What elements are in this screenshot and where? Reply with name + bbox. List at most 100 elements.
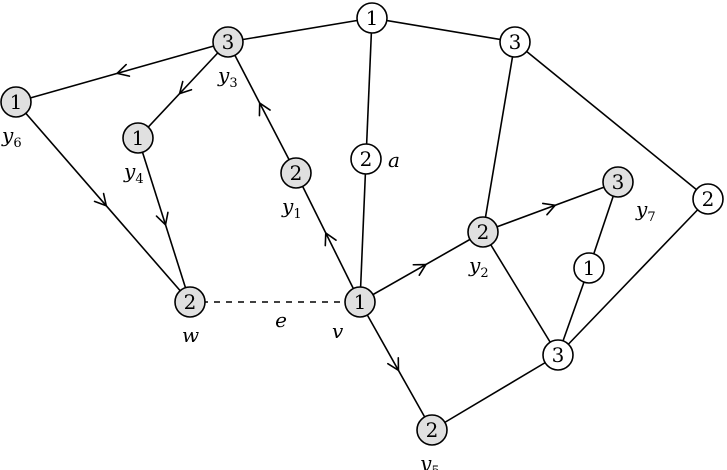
- node-label-subscript: 3: [229, 76, 237, 91]
- edge-v-y2: [359, 231, 484, 303]
- arrowhead-y4-w: [155, 211, 169, 226]
- edge-bot_3-y5: [431, 354, 559, 431]
- node-label-name: y: [419, 451, 432, 470]
- node-value: 3: [509, 30, 522, 54]
- node-value: 2: [290, 161, 303, 185]
- node-y4: 1: [122, 122, 154, 154]
- node-circle: [350, 143, 382, 175]
- node-label-a: a: [388, 148, 400, 172]
- node-circle: [212, 26, 244, 58]
- node-circle: [356, 2, 388, 34]
- node-value: 2: [184, 290, 197, 314]
- node-y1: 2: [280, 157, 312, 189]
- node-circle: [416, 414, 448, 446]
- arrowhead-y3-y6: [116, 63, 131, 77]
- node-label-y1: y1: [281, 194, 302, 222]
- node-right_2: 2: [692, 183, 724, 215]
- node-label-name: y: [1, 123, 14, 147]
- edge-y3-y6: [15, 41, 229, 103]
- node-mid_1: 1: [573, 252, 605, 284]
- edge-y2-y7: [482, 181, 619, 233]
- node-circle: [602, 166, 634, 198]
- node-label-y3: y3: [217, 63, 238, 91]
- node-value: 1: [366, 6, 379, 30]
- node-label-subscript: 7: [647, 210, 655, 225]
- node-circle: [174, 286, 206, 318]
- edge-v-y5: [359, 301, 433, 431]
- node-y3: 3: [212, 26, 244, 58]
- node-top_1: 1: [356, 2, 388, 34]
- edge-y3-top_1: [227, 17, 373, 43]
- edge-right_2-bot_3: [557, 198, 709, 356]
- labels-layer: ey3y6y4y1ay7y2wvy5: [1, 63, 656, 470]
- node-value: 3: [612, 170, 625, 194]
- arrowhead-v-y2: [412, 263, 427, 276]
- arrowhead-y6-w: [93, 192, 108, 207]
- node-label-w: w: [182, 323, 199, 347]
- edge-top_3-right_2: [514, 41, 709, 200]
- node-value: 1: [132, 126, 145, 150]
- node-value: 2: [477, 220, 490, 244]
- arrows-layer: [93, 63, 556, 372]
- edge-y2-bot_3: [482, 231, 559, 356]
- edge-y6-w: [15, 101, 191, 303]
- node-a: 2: [350, 143, 382, 175]
- node-label-y2: y2: [468, 253, 489, 281]
- edge-label-e: e: [275, 308, 287, 332]
- arrowhead-v-y1: [324, 232, 337, 247]
- edge-top_1-top_3: [371, 17, 516, 43]
- node-circle: [122, 122, 154, 154]
- node-label-y4: y4: [123, 159, 144, 187]
- node-value: 1: [354, 290, 367, 314]
- node-label-y7: y7: [635, 197, 656, 225]
- node-w: 2: [174, 286, 206, 318]
- node-value: 2: [360, 147, 373, 171]
- edge-y4-w: [137, 137, 191, 303]
- node-circle: [467, 216, 499, 248]
- edge-top_1-a: [365, 17, 373, 160]
- arrowhead-v-y5: [387, 357, 400, 372]
- node-label-name: y: [468, 253, 481, 277]
- node-label-subscript: 5: [431, 464, 439, 470]
- node-label-subscript: 6: [13, 136, 21, 151]
- node-value: 2: [426, 418, 439, 442]
- node-circle: [692, 183, 724, 215]
- node-label-subscript: 1: [293, 207, 301, 222]
- node-label-name: a: [388, 148, 400, 172]
- edge-top_3-y2: [482, 41, 516, 233]
- node-label-v: v: [332, 319, 344, 343]
- node-label-subscript: 2: [480, 266, 488, 281]
- arrowhead-y3-y4: [178, 80, 193, 95]
- node-circle: [542, 339, 574, 371]
- node-circle: [344, 286, 376, 318]
- node-value: 3: [552, 343, 565, 367]
- node-y2: 2: [467, 216, 499, 248]
- edge-y3-y4: [137, 41, 229, 139]
- node-label-y6: y6: [1, 123, 22, 151]
- node-label-name: v: [332, 319, 344, 343]
- node-value: 3: [222, 30, 235, 54]
- node-value: 1: [583, 256, 596, 280]
- node-label-name: y: [635, 197, 648, 221]
- arrowhead-y2-y7: [541, 202, 556, 216]
- edge-a-v: [359, 158, 367, 303]
- node-label-y5: y5: [419, 451, 440, 470]
- node-label-name: y: [281, 194, 294, 218]
- node-circle: [0, 86, 32, 118]
- node-top_3: 3: [499, 26, 531, 58]
- node-label-name: w: [182, 323, 199, 347]
- node-circle: [573, 252, 605, 284]
- edge-y1-y3: [227, 41, 297, 174]
- node-y6: 1: [0, 86, 32, 118]
- edges-layer: [15, 17, 709, 431]
- node-label-subscript: 4: [135, 172, 143, 187]
- node-bot_3: 3: [542, 339, 574, 371]
- node-v: 1: [344, 286, 376, 318]
- node-circle: [499, 26, 531, 58]
- node-circle: [280, 157, 312, 189]
- node-value: 2: [702, 187, 715, 211]
- edge-v-y1: [295, 172, 361, 303]
- node-label-name: y: [123, 159, 136, 183]
- node-label-name: y: [217, 63, 230, 87]
- node-y7: 3: [602, 166, 634, 198]
